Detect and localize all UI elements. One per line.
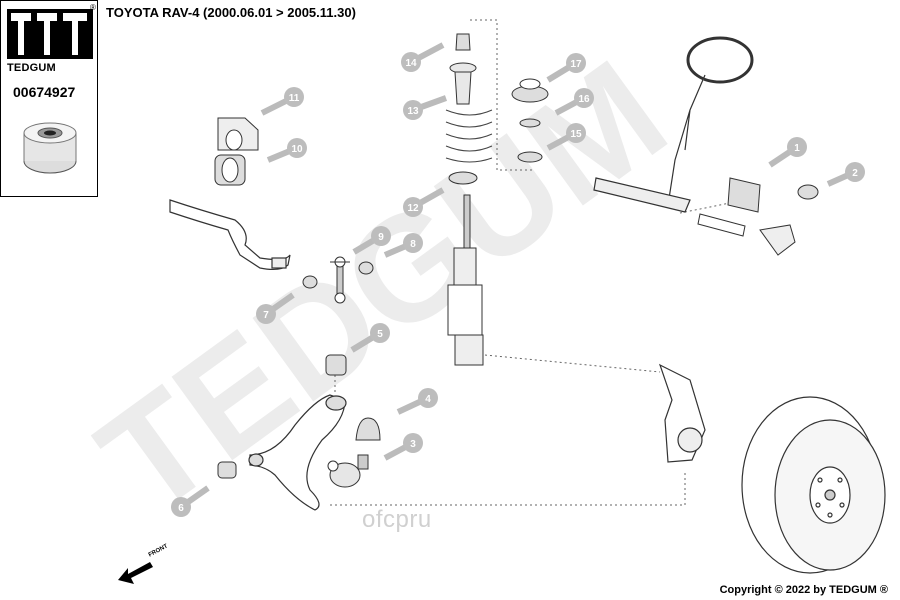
part-number: 00674927 — [13, 84, 76, 100]
wheel — [741, 396, 886, 574]
callout-number-7: 7 — [263, 310, 269, 321]
page-title: TOYOTA RAV-4 (2000.06.01 > 2005.11.30) — [106, 5, 356, 20]
front-arrow-icon — [118, 562, 153, 584]
callout-bubble-6 — [171, 497, 191, 517]
brand-name: TEDGUM — [7, 62, 56, 74]
callout-7: 7 — [256, 292, 295, 324]
stabilizer-link-9 — [330, 256, 350, 304]
callout-17: 17 — [546, 53, 586, 83]
callout-bubble-5 — [370, 323, 390, 343]
callout-number-4: 4 — [425, 394, 431, 405]
tedgum-logo-icon — [7, 9, 93, 59]
callout-number-17: 17 — [570, 59, 582, 70]
strut-mount-17 — [511, 78, 549, 103]
callout-2: 2 — [826, 162, 865, 187]
callout-bubble-2 — [845, 162, 865, 182]
callout-number-12: 12 — [407, 203, 419, 214]
spring-seat-12 — [448, 171, 478, 185]
shock-absorber — [447, 194, 484, 366]
callout-14: 14 — [401, 42, 445, 72]
callout-number-15: 15 — [570, 129, 582, 140]
stabilizer-bar — [169, 199, 291, 271]
bushing-bracket-11 — [217, 117, 259, 151]
callout-bubble-17 — [566, 53, 586, 73]
site-suffix: ru — [409, 506, 432, 533]
callout-number-11: 11 — [289, 93, 300, 104]
callout-8: 8 — [383, 233, 423, 258]
dust-boot-13 — [449, 62, 477, 105]
callout-number-6: 6 — [178, 503, 184, 514]
control-arm-bushing-5 — [325, 354, 347, 376]
tedgum-watermark: TEDGUM — [70, 28, 695, 546]
callout-bubble-16 — [574, 88, 594, 108]
bearing-16 — [519, 118, 541, 128]
callout-number-16: 16 — [578, 94, 590, 105]
washer-15 — [517, 151, 543, 163]
link-bushing-8 — [358, 261, 374, 275]
callout-number-1: 1 — [794, 143, 800, 154]
callout-bubble-14 — [401, 52, 421, 72]
callout-bubble-11 — [284, 87, 304, 107]
tie-rod-boot-2 — [797, 184, 819, 200]
callout-number-8: 8 — [410, 239, 416, 250]
logo-panel: ® TEDGUM 00674927 — [0, 0, 98, 197]
callout-10: 10 — [266, 138, 307, 163]
steering-knuckle — [658, 363, 706, 463]
callout-number-9: 9 — [378, 232, 384, 243]
stabilizer-bushing-10 — [214, 154, 246, 186]
callout-1: 1 — [768, 137, 807, 168]
link-bushing-7 — [302, 275, 318, 289]
ozon-watermark: ofcpru — [362, 506, 432, 533]
callout-16: 16 — [554, 88, 594, 116]
lower-control-arm — [248, 394, 347, 511]
callout-12: 12 — [403, 187, 445, 217]
callout-bubble-3 — [403, 433, 423, 453]
callout-bubble-9 — [371, 226, 391, 246]
bump-stop-14 — [455, 33, 471, 51]
callout-number-2: 2 — [852, 168, 858, 179]
callout-bubble-12 — [403, 197, 423, 217]
callout-bubble-7 — [256, 304, 276, 324]
callout-13: 13 — [403, 95, 448, 120]
callout-15: 15 — [546, 123, 586, 151]
callout-bubble-10 — [287, 138, 307, 158]
steering-column — [593, 36, 754, 213]
callout-bubble-4 — [418, 388, 438, 408]
bushing-thumbnail — [23, 122, 77, 174]
callout-11: 11 — [260, 87, 304, 116]
callout-number-5: 5 — [377, 329, 383, 340]
callout-bubble-13 — [403, 100, 423, 120]
callout-number-10: 10 — [291, 144, 303, 155]
callout-4: 4 — [396, 388, 438, 415]
callout-6: 6 — [171, 485, 210, 517]
coil-spring — [445, 109, 493, 163]
control-arm-bushing-6 — [217, 461, 237, 479]
copyright-text: Copyright © 2022 by TEDGUM ® — [719, 584, 888, 596]
ball-joint-boot-4 — [355, 417, 381, 441]
callout-number-3: 3 — [410, 439, 416, 450]
callout-number-13: 13 — [407, 106, 419, 117]
callout-bubble-8 — [403, 233, 423, 253]
registered-mark: ® — [90, 3, 96, 12]
callout-bubble-1 — [787, 137, 807, 157]
callout-9: 9 — [352, 226, 391, 255]
callout-number-14: 14 — [405, 58, 417, 69]
ball-joint-3 — [327, 454, 369, 488]
callout-bubble-15 — [566, 123, 586, 143]
callout-5: 5 — [350, 323, 390, 353]
callout-3: 3 — [383, 433, 423, 461]
svg-text:TEDGUM: TEDGUM — [70, 28, 695, 546]
tie-rod — [697, 213, 796, 256]
rack-boot-1 — [727, 177, 761, 213]
